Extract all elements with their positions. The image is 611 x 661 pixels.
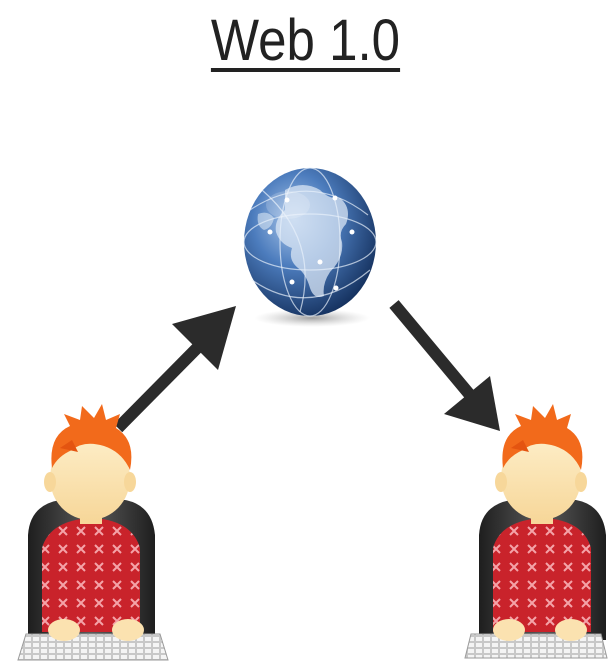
globe-icon [243,167,377,327]
receiver-person-icon [464,404,608,659]
arrow-to-receiver-icon [389,300,500,431]
diagram-title-text: Web 1.0 [210,8,401,73]
arrow-to-globe-icon [113,306,236,433]
diagram-title: Web 1.0 [37,6,575,76]
sender-person-icon [17,404,169,661]
